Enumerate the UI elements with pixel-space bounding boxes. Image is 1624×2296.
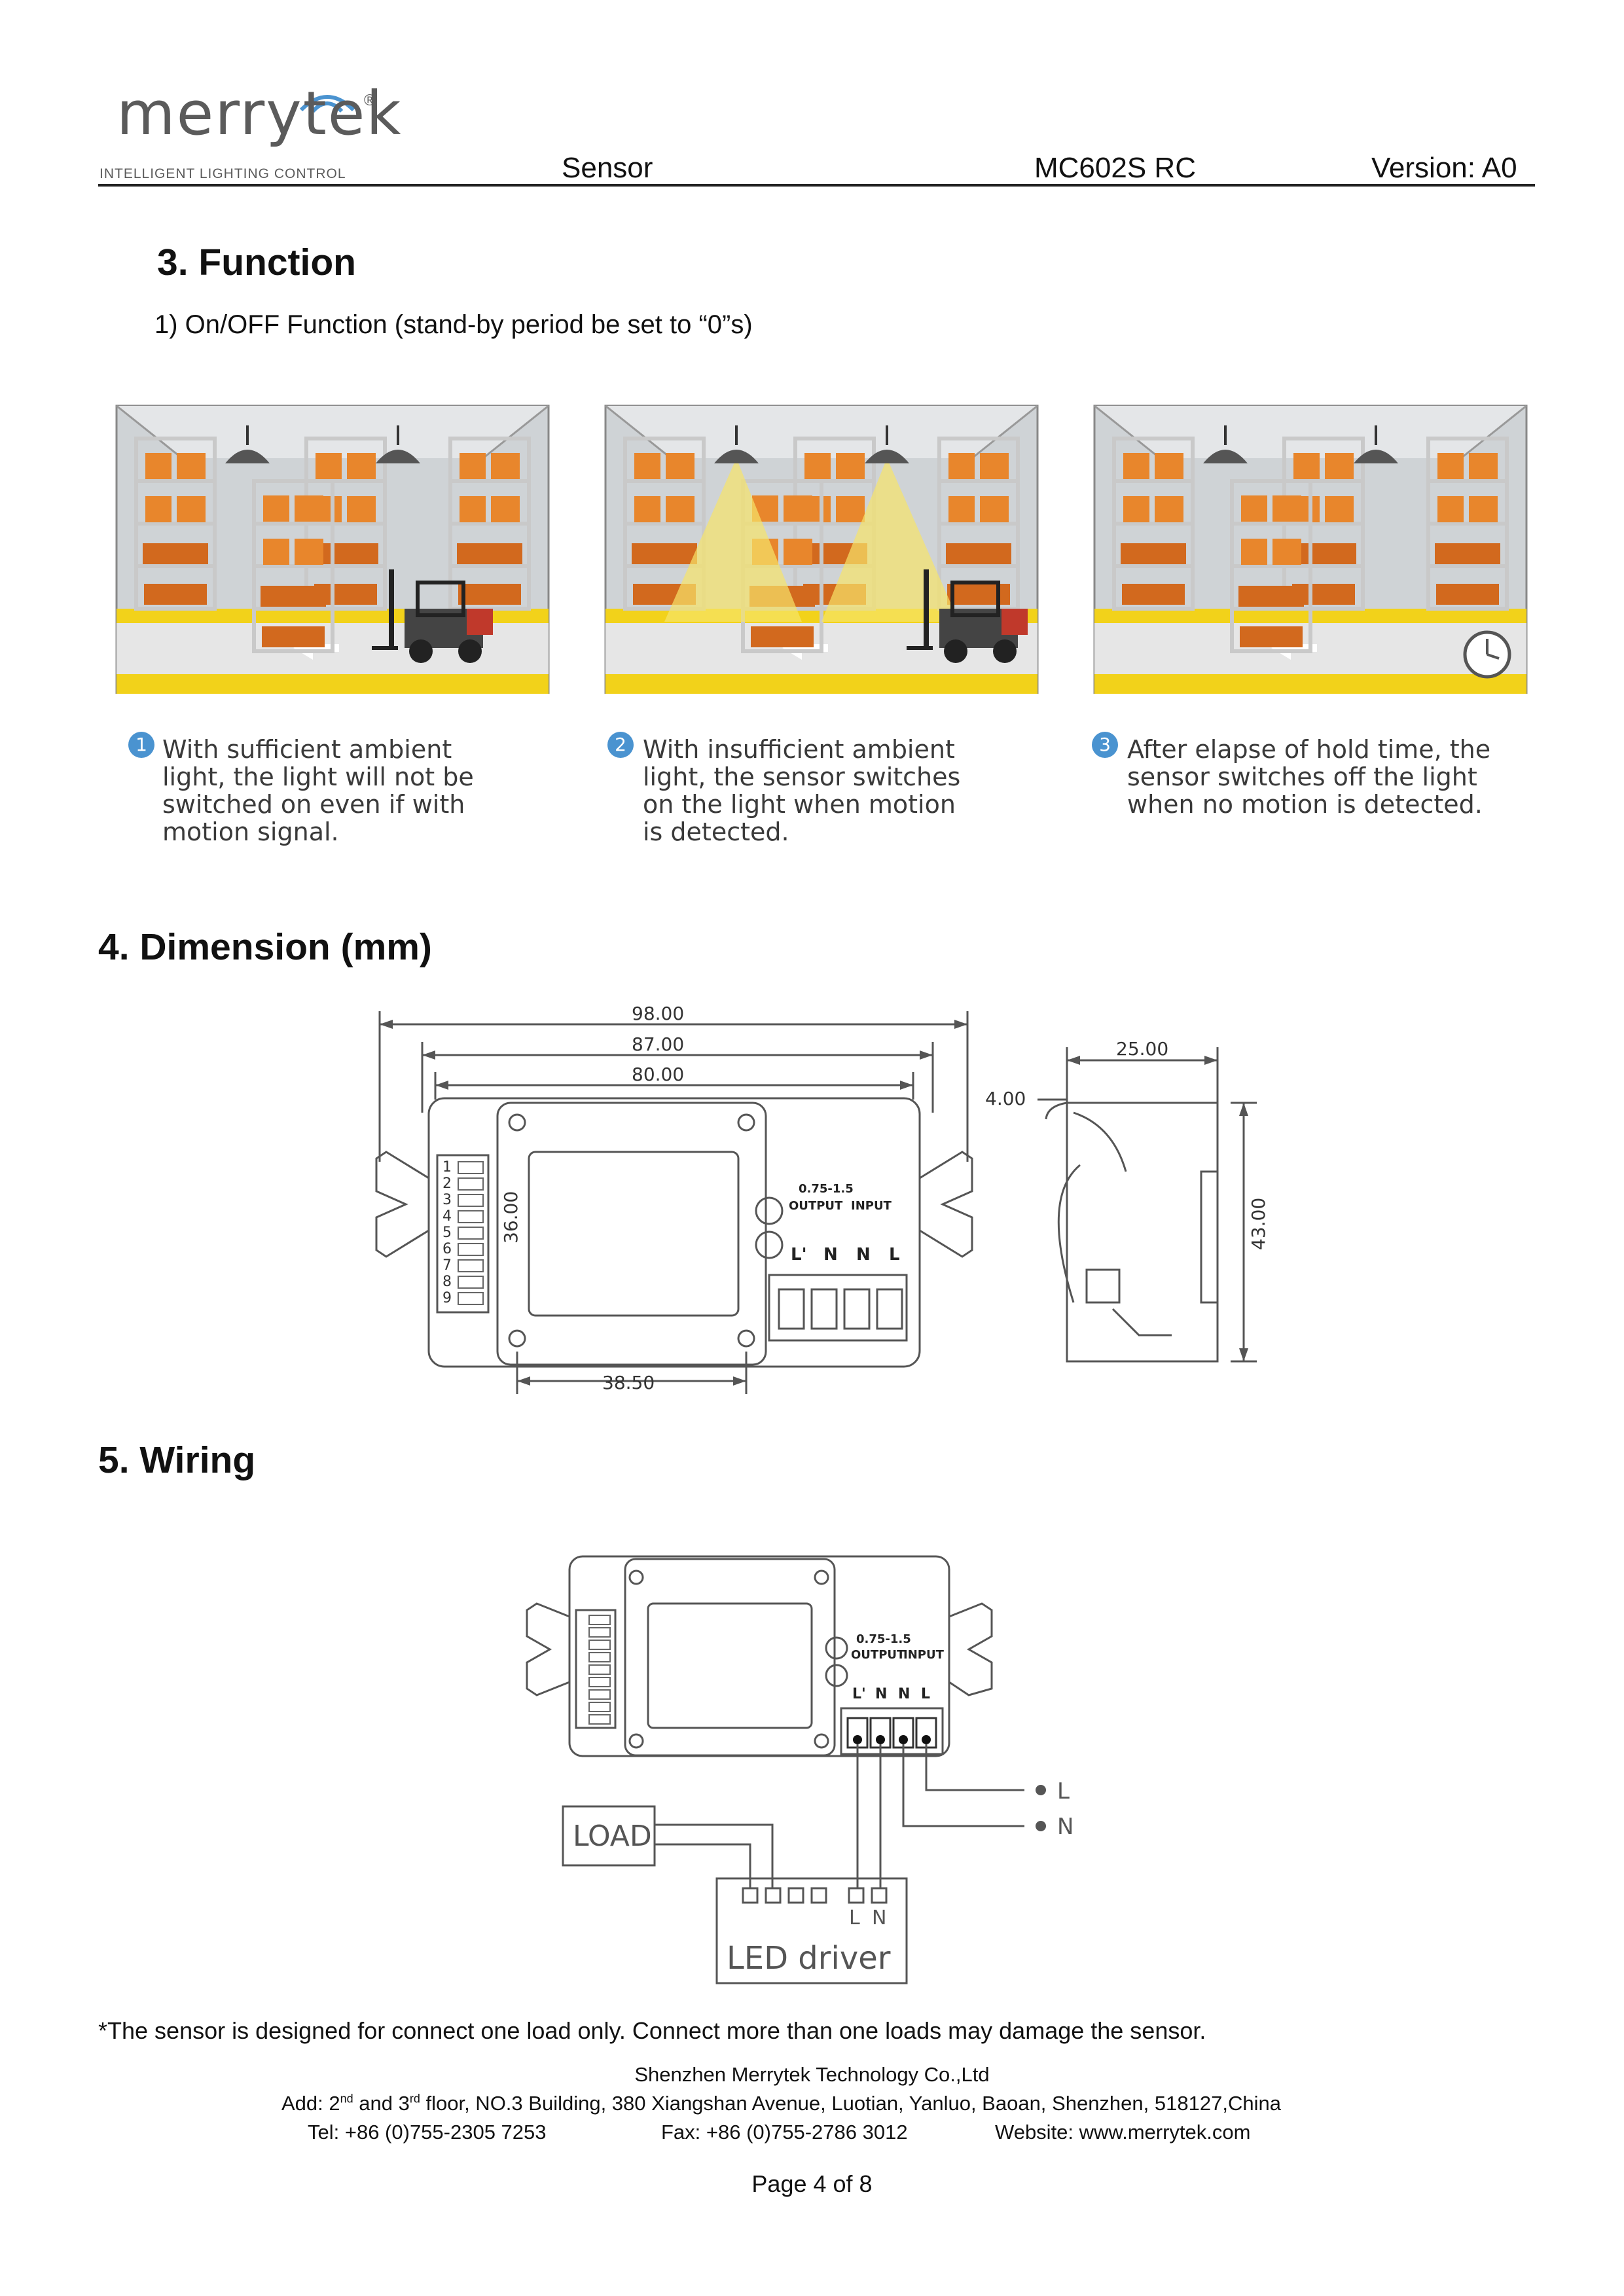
svg-text:N: N (875, 1686, 887, 1702)
scene-1-caption: With sufficient ambient light, the light… (162, 735, 474, 846)
dim-98: 98.00 (632, 1003, 684, 1024)
footer-address: Add: 2nd and 3rd floor, NO.3 Building, 3… (281, 2092, 1281, 2115)
header-version: Version: A0 (1371, 152, 1517, 184)
svg-text:L: L (921, 1686, 930, 1702)
dim-25: 25.00 (1116, 1038, 1168, 1060)
svg-text:L: L (849, 1907, 860, 1929)
scene-3-number-badge: 3 (1092, 732, 1118, 758)
mains-l-label: L (1057, 1778, 1070, 1804)
load-label: LOAD (573, 1820, 652, 1853)
footer-website: Website: www.merrytek.com (995, 2121, 1251, 2144)
scene-2-number-badge: 2 (607, 732, 634, 758)
svg-text:1: 1 (442, 1159, 452, 1175)
dim-38: 38.50 (602, 1372, 655, 1393)
header-category: Sensor (562, 152, 653, 184)
svg-text:N: N (898, 1686, 910, 1702)
svg-text:2: 2 (442, 1175, 452, 1192)
scene-2-caption: With insufficient ambient light, the sen… (643, 735, 961, 846)
svg-text:OUTPUT: OUTPUT (851, 1648, 905, 1662)
svg-text:7: 7 (442, 1257, 452, 1274)
scene-2-illustration (605, 406, 1038, 694)
warning-note: *The sensor is designed for connect one … (98, 2017, 1206, 2044)
logo (98, 79, 386, 183)
footer-tel: Tel: +86 (0)755-2305 7253 (308, 2121, 547, 2144)
header-model: MC602S RC (1034, 152, 1196, 184)
svg-text:INPUT: INPUT (903, 1648, 945, 1662)
section-wiring-title: 5. Wiring (98, 1439, 256, 1481)
terminal-output-label: OUTPUT (789, 1199, 843, 1213)
svg-text:L': L' (791, 1245, 807, 1265)
terminal-input-label: INPUT (851, 1199, 892, 1213)
svg-text:0.75-1.5: 0.75-1.5 (856, 1632, 911, 1646)
svg-text:N: N (856, 1245, 871, 1265)
scene-3-caption: After elapse of hold time, the sensor sw… (1127, 735, 1491, 819)
svg-text:L: L (889, 1245, 900, 1265)
wiring-diagram: 0.75-1.5 OUTPUT INPUT L' N N L LOAD LED … (526, 1555, 1074, 1984)
dim-43: 43.00 (1248, 1198, 1269, 1250)
header-rule (98, 184, 1535, 187)
svg-text:9: 9 (442, 1290, 452, 1306)
svg-text:4: 4 (442, 1208, 452, 1225)
dimension-drawing: 1 2 3 4 5 6 7 8 9 98.00 87.00 80.00 38.5… (375, 1003, 1269, 1394)
dip-switch-numbers: 1 2 3 4 5 6 7 8 9 (442, 1159, 452, 1306)
footer-fax: Fax: +86 (0)755-2786 3012 (661, 2121, 908, 2144)
logo-tagline: INTELLIGENT LIGHTING CONTROL (99, 166, 346, 181)
terminal-wire-size: 0.75-1.5 (799, 1182, 854, 1196)
svg-text:L': L' (852, 1686, 866, 1702)
svg-text:8: 8 (442, 1274, 452, 1290)
dim-87: 87.00 (632, 1033, 684, 1055)
dim-4: 4.00 (985, 1088, 1026, 1109)
section-dimension-title: 4. Dimension (mm) (98, 926, 432, 968)
svg-text:N: N (823, 1245, 838, 1265)
scene-1-number-badge: 1 (128, 732, 154, 758)
led-driver-label: LED driver (727, 1940, 891, 1977)
footer-company: Shenzhen Merrytek Technology Co.,Ltd (634, 2063, 990, 2086)
section-function-title: 3. Function (157, 242, 356, 283)
svg-text:3: 3 (442, 1192, 452, 1208)
function-illustrations (0, 393, 1624, 694)
dim-36: 36.00 (500, 1191, 522, 1244)
svg-text:5: 5 (442, 1225, 452, 1241)
clock-icon (1463, 630, 1511, 679)
function-subtitle: 1) On/OFF Function (stand-by period be s… (154, 310, 753, 339)
logo-wave-icon (299, 95, 355, 113)
page-number: Page 4 of 8 (751, 2170, 873, 2197)
scene-3-illustration (1094, 406, 1526, 694)
scene-1-illustration (117, 406, 549, 694)
mains-n-label: N (1057, 1814, 1074, 1840)
registered-mark: ® (364, 92, 376, 109)
svg-text:N: N (872, 1907, 886, 1929)
svg-text:6: 6 (442, 1241, 452, 1257)
logo-text: merrytek (117, 79, 403, 149)
dim-80: 80.00 (632, 1064, 684, 1085)
